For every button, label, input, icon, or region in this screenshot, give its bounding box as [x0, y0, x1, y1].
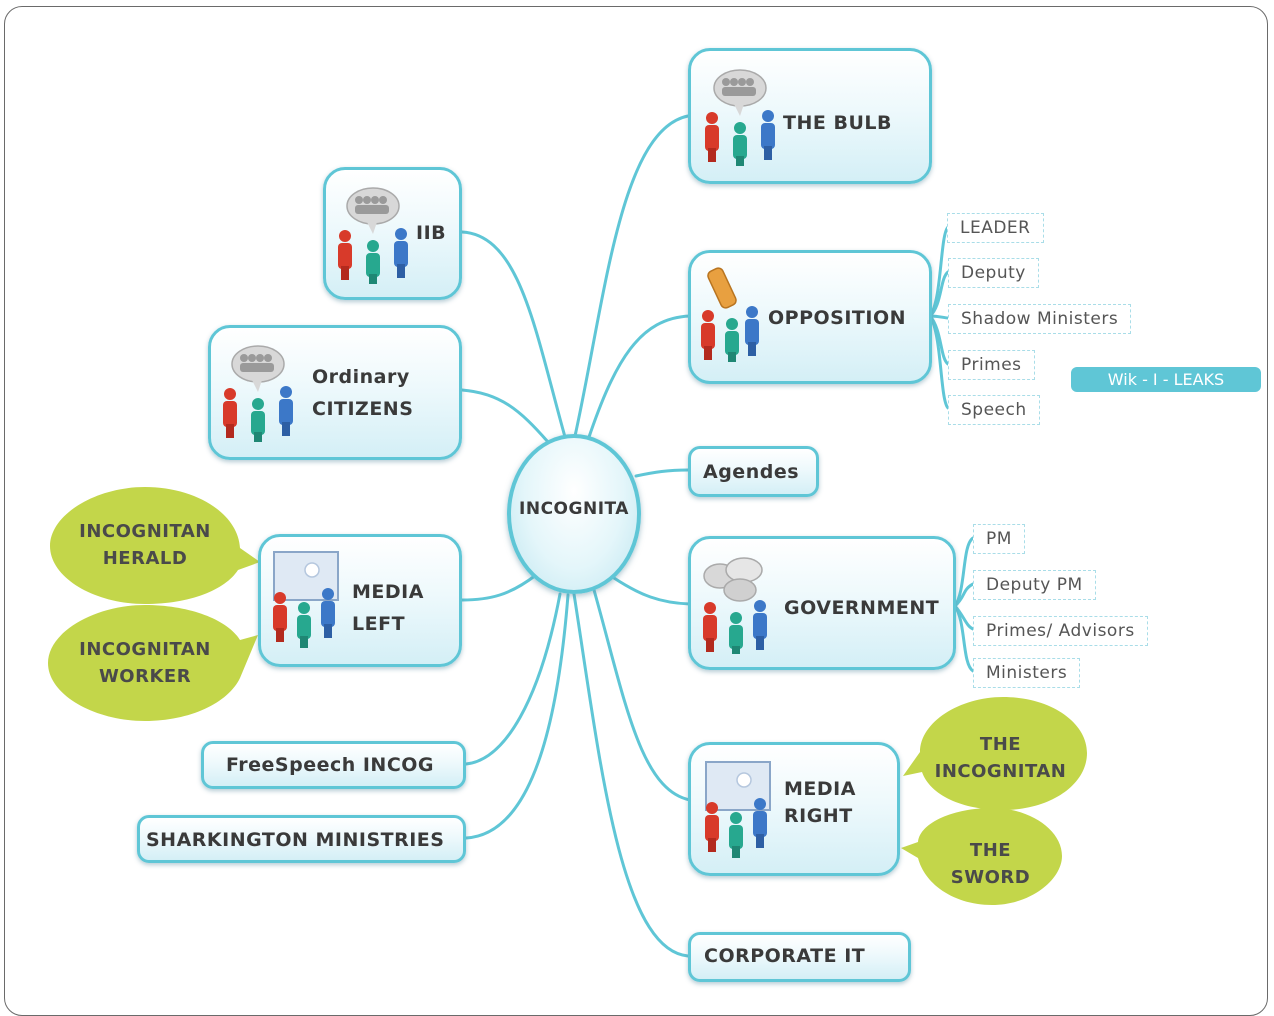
subtopic-primes-advisors[interactable]: Primes/ Advisors: [973, 616, 1148, 646]
topic-agendes[interactable]: [688, 446, 819, 497]
subtopic-speech[interactable]: Speech: [948, 395, 1040, 425]
topic-media-left-label-2: LEFT: [352, 613, 406, 635]
topic-media-right-label-1: MEDIA: [784, 778, 856, 800]
connector-citizens: [460, 388, 550, 444]
topic-freespeech[interactable]: [201, 741, 466, 789]
subtopic-primes[interactable]: Primes: [948, 350, 1035, 380]
subtopic-pm[interactable]: PM: [973, 524, 1025, 554]
callout-the-sword-label-1: THE: [969, 840, 1012, 861]
connector-iib: [460, 230, 567, 439]
presentation-people-icon: [268, 550, 342, 652]
people-group-icon: [218, 342, 298, 446]
primes-tag[interactable]: Wik - I - LEAKS: [1071, 367, 1261, 392]
topic-media-left-label-1: MEDIA: [352, 581, 424, 603]
connector-deputy-pm: [953, 582, 975, 608]
subtopic-shadow-ministers[interactable]: Shadow Ministers: [948, 304, 1132, 334]
topic-freespeech-label: FreeSpeech INCOG: [226, 754, 435, 776]
connector-opposition: [586, 314, 692, 442]
connector-freespeech: [464, 592, 562, 766]
topic-iib-label: IIB: [416, 222, 447, 244]
callout-the-sword: [901, 808, 1062, 905]
topic-sharkington[interactable]: [137, 815, 466, 863]
connector-corporate-it: [572, 592, 690, 958]
callout-the-sword-label-2: SWORD: [950, 867, 1031, 888]
topic-government-label: GOVERNMENT: [784, 597, 940, 619]
connector-sharkington: [464, 593, 570, 840]
connector-speech: [928, 314, 950, 410]
callout-the-incognitan-label-2: INCOGNITAN: [934, 761, 1067, 782]
chat-people-icon: [698, 556, 770, 658]
callout-incognitan-worker: [48, 605, 258, 721]
connector-pm: [953, 536, 975, 608]
topic-ordinary-citizens-label-2: CITIZENS: [312, 398, 414, 420]
topic-corporate-it-label: CORPORATE IT: [704, 945, 866, 967]
connector-agendes: [634, 468, 690, 478]
phone-people-icon: [698, 266, 762, 366]
connector-ministers: [953, 604, 975, 673]
topic-corporate-it[interactable]: [688, 932, 911, 982]
subtopic-leader[interactable]: LEADER: [947, 213, 1044, 243]
callout-incognitan-herald-label-2: HERALD: [102, 548, 188, 569]
callout-incognitan-herald-label-1: INCOGNITAN: [79, 521, 211, 542]
callout-incognitan-worker-label-2: WORKER: [98, 666, 192, 687]
central-topic-label: INCOGNITA: [519, 499, 629, 519]
topic-ordinary-citizens-label-1: Ordinary: [312, 366, 410, 388]
callout-incognitan-worker-label-1: INCOGNITAN: [79, 639, 211, 660]
topic-the-bulb-label: THE BULB: [783, 112, 892, 134]
subtopic-deputy-pm[interactable]: Deputy PM: [973, 570, 1096, 600]
people-group-icon: [700, 66, 780, 170]
topic-sharkington-label: SHARKINGTON MINISTRIES: [146, 829, 445, 851]
topic-agendes-label: Agendes: [703, 461, 800, 483]
callout-the-incognitan-label-1: THE: [979, 734, 1022, 755]
people-group-icon: [333, 184, 413, 288]
topic-opposition-label: OPPOSITION: [768, 307, 906, 329]
central-topic[interactable]: [507, 434, 641, 594]
topic-the-bulb[interactable]: [688, 48, 932, 184]
topic-media-right-label-2: RIGHT: [784, 805, 853, 827]
subtopic-ministers[interactable]: Ministers: [973, 658, 1081, 688]
connector-the-bulb: [573, 114, 690, 438]
subtopic-deputy[interactable]: Deputy: [948, 258, 1039, 288]
connector-deputy: [928, 270, 950, 318]
connector-government: [612, 576, 692, 606]
connector-media-right: [592, 588, 692, 802]
connector-media-left: [460, 573, 538, 602]
callout-incognitan-herald: [50, 487, 260, 604]
callout-the-incognitan: [903, 697, 1087, 810]
connector-shadow: [928, 314, 950, 320]
presentation-people-icon: [700, 760, 774, 862]
